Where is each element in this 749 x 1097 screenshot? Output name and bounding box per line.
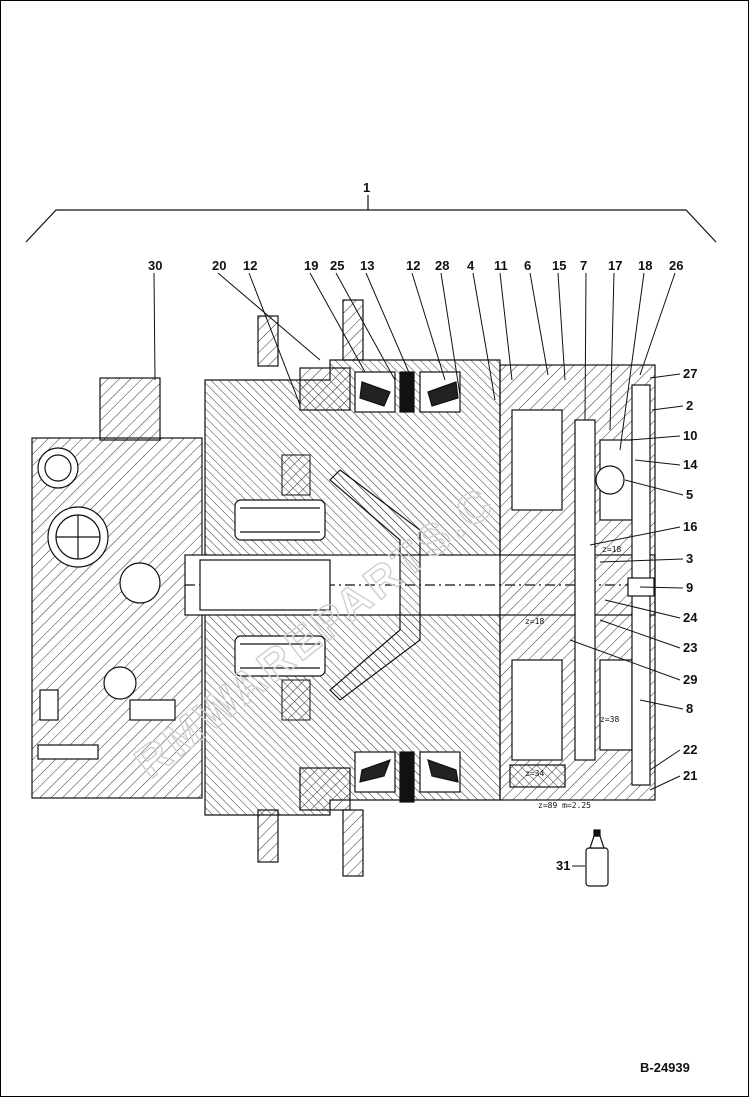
callout-right-5: 5	[686, 487, 693, 502]
callout-top-4-leader	[472, 272, 496, 401]
gear-label: z=18	[602, 545, 621, 554]
callout-top-19-leader	[309, 272, 366, 373]
callout-top-28-leader	[440, 272, 461, 396]
callout-right-14: 14	[683, 457, 698, 472]
bearing-bottom	[299, 751, 461, 811]
callout-right-16: 16	[683, 519, 697, 534]
callout-leaders	[153, 272, 684, 867]
planetary-gear-section	[499, 364, 656, 801]
callout-top-7-leader	[584, 272, 587, 421]
callout-right-9-leader	[639, 586, 684, 589]
callout-top-18: 18	[638, 258, 652, 273]
callout-right-29: 29	[683, 672, 697, 687]
callout-top-12-leader	[411, 272, 446, 381]
callout-top-11-leader	[499, 272, 513, 381]
valve-block	[31, 377, 203, 799]
callout-top-17-leader	[609, 272, 615, 431]
callout-right-27: 27	[683, 366, 697, 381]
callout-right-3-leader	[599, 558, 684, 563]
sealant-tube-icon	[585, 829, 609, 887]
callout-right-8: 8	[686, 701, 693, 716]
callout-top-12: 12	[243, 258, 257, 273]
callout-top-12-leader	[248, 272, 301, 406]
callout-top-13: 13	[360, 258, 374, 273]
callout-top-7: 7	[580, 258, 587, 273]
callout-top-6-leader	[529, 272, 549, 376]
gear-label: z=18	[525, 617, 544, 626]
callout-right-21-leader	[649, 775, 681, 791]
bearing-top	[299, 367, 461, 413]
callout-right-8-leader	[639, 699, 684, 710]
gear-tooth-labels: z=18 z=18 z=38 z=34 z=89 m=2.25	[525, 545, 621, 810]
callout-right-9: 9	[686, 580, 693, 595]
callout-top-17: 17	[608, 258, 622, 273]
callout-top-6: 6	[524, 258, 531, 273]
callout-right-14-leader	[634, 459, 681, 466]
callout-right-2-leader	[651, 405, 684, 411]
callout-top-18-leader	[619, 272, 645, 451]
callout-right-29-leader	[569, 639, 681, 681]
callout-top-13-leader	[365, 272, 411, 376]
callout-top-26-leader	[639, 272, 676, 376]
callout-top-20: 20	[212, 258, 226, 273]
callout-top-15: 15	[552, 258, 566, 273]
callout-bottom: 31	[556, 858, 570, 873]
callout-top-30: 30	[148, 258, 162, 273]
callout-right-3: 3	[686, 551, 693, 566]
callout-top-28: 28	[435, 258, 449, 273]
callout-right-10-leader	[629, 435, 681, 441]
callout-top-12: 12	[406, 258, 420, 273]
piston-group	[234, 469, 421, 701]
callout-right-22-leader	[649, 749, 681, 771]
callout-right-21: 21	[683, 768, 697, 783]
callout-right-22: 22	[683, 742, 697, 757]
callout-top-25: 25	[330, 258, 344, 273]
callout-top-26: 26	[669, 258, 683, 273]
callout-top-4: 4	[467, 258, 475, 273]
callout-right-10: 10	[683, 428, 697, 443]
gear-label: z=38	[600, 715, 619, 724]
callout-labels: 30 20 12 19 25 13 12 28 4 11 6 15 7 17 18 26 27 2 10 14 5 16 3…	[148, 258, 698, 873]
callout-right-23-leader	[599, 619, 681, 649]
callout-right-27-leader	[649, 373, 681, 379]
callout-right-24: 24	[683, 610, 698, 625]
callout-right-5-leader	[624, 479, 684, 496]
gear-label: z=89 m=2.25	[538, 801, 591, 810]
callout-top-15-leader	[557, 272, 566, 381]
callout-top-20-leader	[217, 272, 321, 361]
callout-right-2: 2	[686, 398, 693, 413]
callout-top-11: 11	[494, 258, 508, 273]
callout-top-30-leader	[153, 272, 156, 381]
brake-disc-pack	[281, 454, 311, 721]
callout-right-24-leader	[604, 599, 681, 619]
callout-right-16-leader	[589, 526, 681, 546]
callout-top-19: 19	[304, 258, 318, 273]
document-id: B-24939	[640, 1060, 690, 1075]
assembly-bracket	[25, 195, 717, 243]
assembly-callout: 1	[363, 180, 370, 195]
callout-right-23: 23	[683, 640, 697, 655]
callout-top-25-leader	[335, 272, 396, 381]
gear-label: z=34	[525, 769, 544, 778]
